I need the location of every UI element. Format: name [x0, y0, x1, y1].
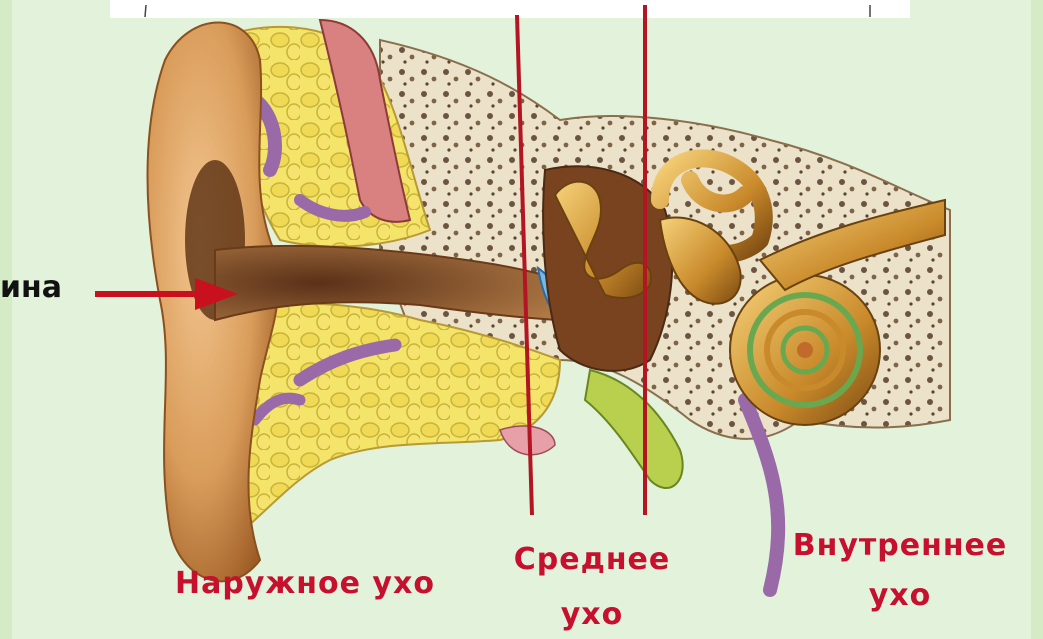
partial-label-left: ина: [0, 270, 62, 306]
label-middle-ear-line1: Среднее: [492, 542, 692, 578]
top-strip: [110, 0, 910, 18]
label-inner-ear-line2: ухо: [770, 578, 1030, 614]
label-outer-ear: Наружное ухо: [150, 566, 460, 602]
tick-1: [145, 5, 146, 17]
label-inner-ear-line1: Внутреннее: [770, 528, 1030, 564]
cochlea: [730, 275, 880, 425]
label-middle-ear-line2: ухо: [492, 597, 692, 633]
